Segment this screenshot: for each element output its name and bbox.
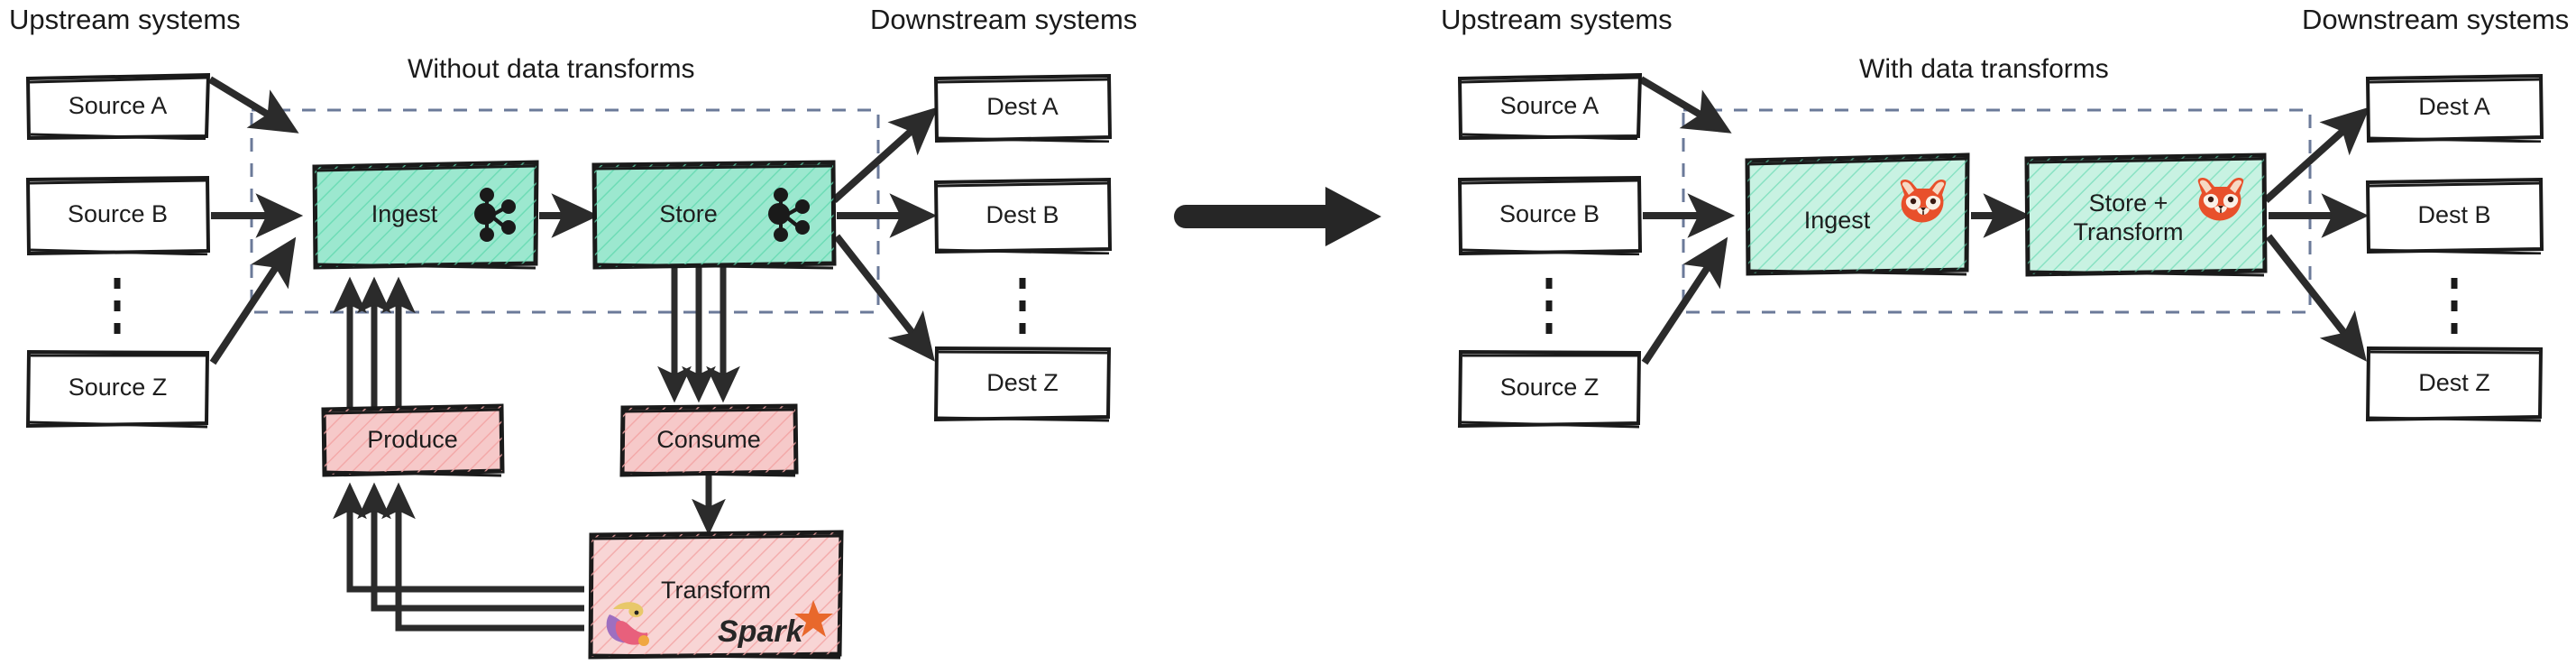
left-downstream-header: Downstream systems — [870, 4, 1138, 35]
sketch-frame — [25, 72, 210, 140]
sketch-frame — [591, 160, 837, 270]
arrow-store-destA — [831, 106, 939, 203]
dest-box-a-label: Dest A — [986, 93, 1059, 121]
arrow-store-destZ — [833, 234, 935, 362]
left-upstream-header: Upstream systems — [9, 4, 241, 35]
transform-label: Transform — [660, 577, 771, 604]
source-box-a[interactable]: Source A — [25, 72, 210, 140]
right-ingest-label: Ingest — [1803, 207, 1871, 235]
r-dest-box-a-label: Dest A — [2418, 93, 2490, 121]
r-dest-box-z[interactable]: Dest Z — [2364, 345, 2544, 422]
left-store-box[interactable]: Store — [591, 159, 837, 271]
redpanda-icon — [1895, 177, 1951, 226]
dest-box-z[interactable]: Dest Z — [932, 345, 1113, 422]
right-boundary-dashed — [1682, 108, 2312, 314]
sketch-frame — [1457, 72, 1642, 140]
source-box-b-label: Source B — [67, 200, 169, 228]
r-dest-box-b-label: Dest B — [2417, 201, 2491, 229]
source-box-z[interactable]: Source Z — [25, 347, 210, 429]
produce-label: Produce — [367, 426, 458, 454]
kafka-icon — [467, 186, 519, 242]
consume-label: Consume — [656, 426, 761, 454]
r-source-box-b[interactable]: Source B — [1457, 174, 1642, 255]
arrow-transform-produce-3 — [381, 482, 584, 632]
r-source-box-z[interactable]: Source Z — [1457, 347, 1642, 429]
source-box-b[interactable]: Source B — [25, 174, 210, 255]
sketch-frame — [2365, 177, 2544, 254]
right-upstream-header: Upstream systems — [1441, 4, 1673, 35]
transition-arrow-icon — [1174, 187, 1381, 246]
transform-box[interactable]: Transform Spark — [586, 530, 846, 660]
arrow-transform-produce-2 — [357, 482, 584, 612]
sketch-frame — [1457, 175, 1642, 255]
right-downstream-header: Downstream systems — [2302, 4, 2570, 35]
produce-box[interactable]: Produce — [320, 403, 505, 477]
sketch-frame — [25, 175, 210, 255]
arrow-r-sourceA-ingest — [1638, 76, 1732, 134]
left-boundary-dashed — [250, 108, 880, 314]
source-box-z-label: Source Z — [68, 374, 168, 402]
sketch-frame — [321, 403, 505, 477]
sketch-frame — [588, 530, 844, 660]
dest-box-b[interactable]: Dest B — [932, 177, 1113, 254]
r-dest-box-z-label: Dest Z — [2418, 369, 2490, 397]
left-ingest-label: Ingest — [371, 200, 438, 228]
sketch-frame — [312, 160, 539, 270]
r-dest-box-b[interactable]: Dest B — [2364, 177, 2544, 254]
r-dest-box-a[interactable]: Dest A — [2364, 72, 2544, 143]
source-box-a-label: Source A — [68, 91, 168, 119]
arrow-sourceZ-ingest — [209, 236, 297, 365]
dest-box-b-label: Dest B — [985, 201, 1059, 229]
kafka-icon — [761, 186, 813, 242]
sketch-frame — [619, 403, 799, 477]
sketch-frame — [2365, 346, 2544, 422]
left-panel-title: Without data transforms — [408, 54, 695, 84]
arrow-transform-produce-1 — [333, 482, 584, 593]
sketch-frame — [933, 346, 1112, 422]
sketch-frame — [2365, 73, 2544, 143]
right-store-transform-box[interactable]: Store + Transform — [2022, 152, 2269, 278]
sketch-frame — [1457, 349, 1642, 429]
dest-box-a[interactable]: Dest A — [932, 72, 1113, 143]
right-panel-title: With data transforms — [1859, 54, 2109, 84]
left-ingest-box[interactable]: Ingest — [311, 159, 539, 271]
redpanda-icon — [2193, 175, 2249, 224]
spark-icon: Spark — [716, 598, 835, 652]
svg-text:Spark: Spark — [718, 614, 805, 649]
right-ingest-box[interactable]: Ingest — [1743, 152, 1971, 278]
r-source-box-z-label: Source Z — [1499, 374, 1600, 402]
arrow-sourceA-ingest — [207, 76, 299, 134]
sketch-frame — [25, 349, 210, 429]
r-source-box-a[interactable]: Source A — [1457, 72, 1642, 140]
r-source-box-b-label: Source B — [1499, 200, 1600, 228]
dest-box-z-label: Dest Z — [986, 369, 1059, 397]
flink-squirrel-icon — [600, 595, 653, 651]
r-source-box-a-label: Source A — [1499, 91, 1600, 119]
left-store-label: Store — [659, 200, 718, 228]
right-store-transform-label: Store + Transform — [2073, 189, 2184, 245]
arrow-r-store-destZ — [2265, 234, 2367, 362]
consume-box[interactable]: Consume — [619, 403, 799, 477]
arrow-r-sourceZ-ingest — [1641, 236, 1728, 365]
arrow-r-store-destA — [2263, 106, 2370, 203]
